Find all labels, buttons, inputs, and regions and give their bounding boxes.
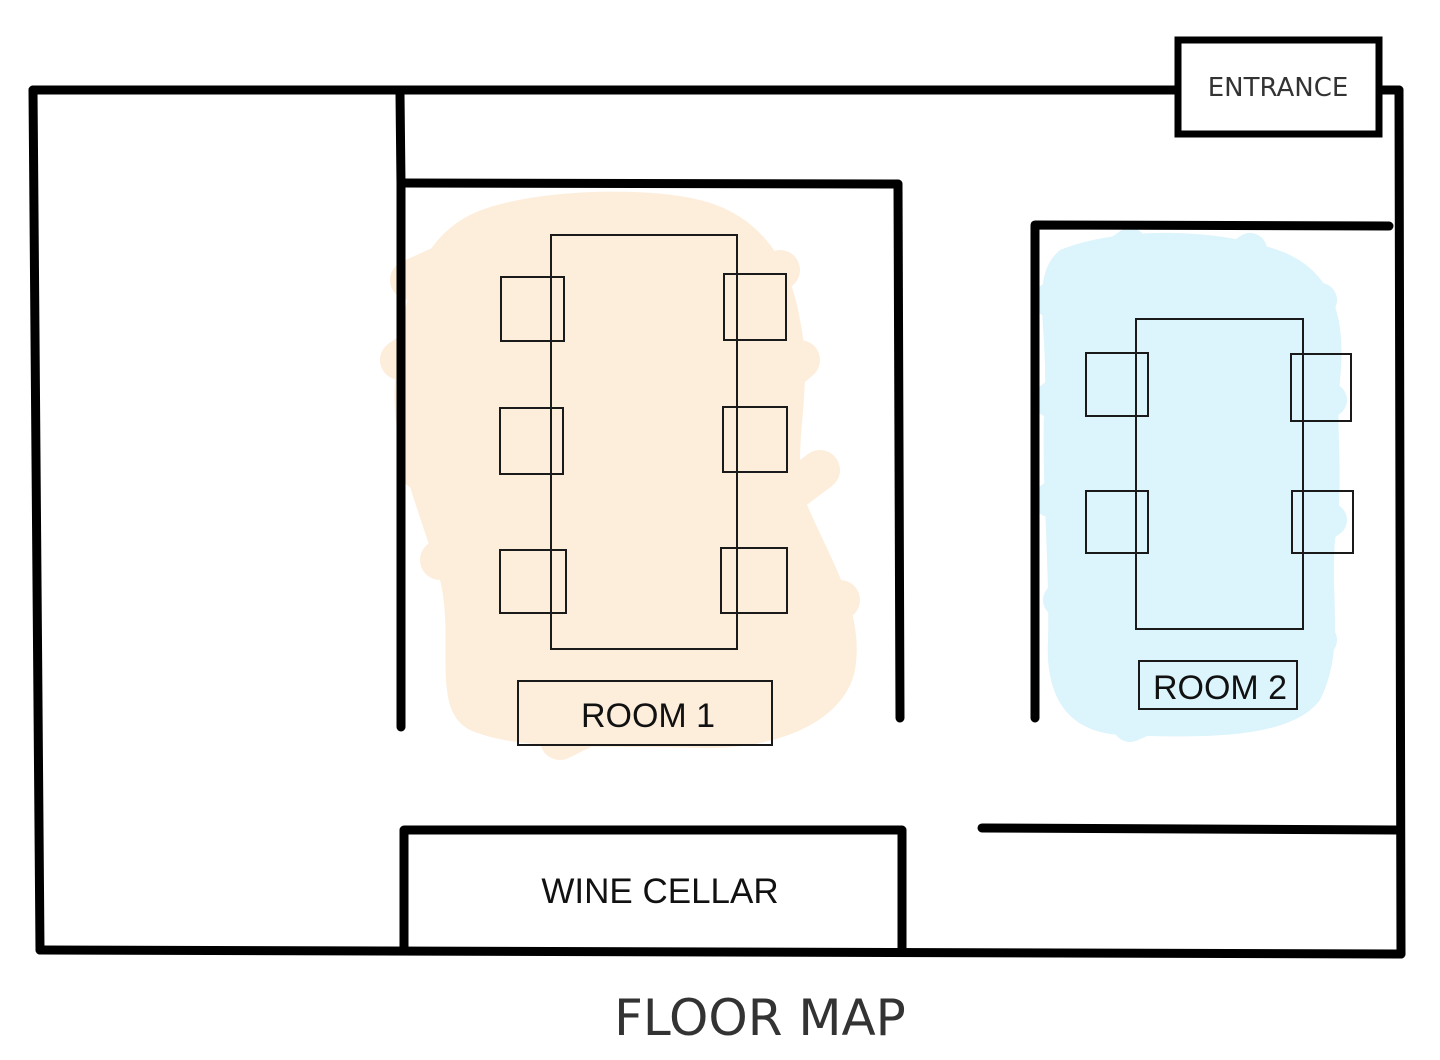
room-2-label-box: [1138, 660, 1298, 710]
room-2-chair: [1085, 352, 1149, 417]
wine-cellar: WINE CELLAR: [399, 825, 907, 955]
room-1-chair: [722, 406, 788, 473]
room-1-chair: [499, 549, 567, 614]
room-2-chair: [1291, 490, 1354, 554]
wine-cellar-label: WINE CELLAR: [541, 872, 778, 911]
map-title: FLOOR MAP: [614, 989, 906, 1047]
room-2-label: ROOM 2: [1153, 669, 1287, 707]
entrance-label: ENTRANCE: [1208, 73, 1349, 103]
entrance: ENTRANCE: [1174, 36, 1383, 138]
room-1-furniture: ROOM 1: [499, 234, 788, 746]
room-2-furniture: ROOM 2: [1085, 318, 1354, 710]
outer-walls: [28, 85, 1406, 959]
room-2-table: [1135, 318, 1304, 630]
room-1-label-box: [517, 680, 773, 746]
room-2-highlight: [1033, 228, 1347, 742]
room-1-chair: [499, 407, 564, 475]
room-1-label: ROOM 1: [581, 697, 715, 735]
room-1-chair: [500, 276, 565, 342]
room-1-table: [550, 234, 738, 650]
entrance-box: [1174, 36, 1383, 138]
room-2-chair: [1085, 490, 1149, 554]
interior-walls: [395, 89, 1401, 835]
room-1-chair: [723, 273, 787, 341]
room-2-chair: [1290, 353, 1352, 422]
room-1-chair: [720, 547, 788, 614]
